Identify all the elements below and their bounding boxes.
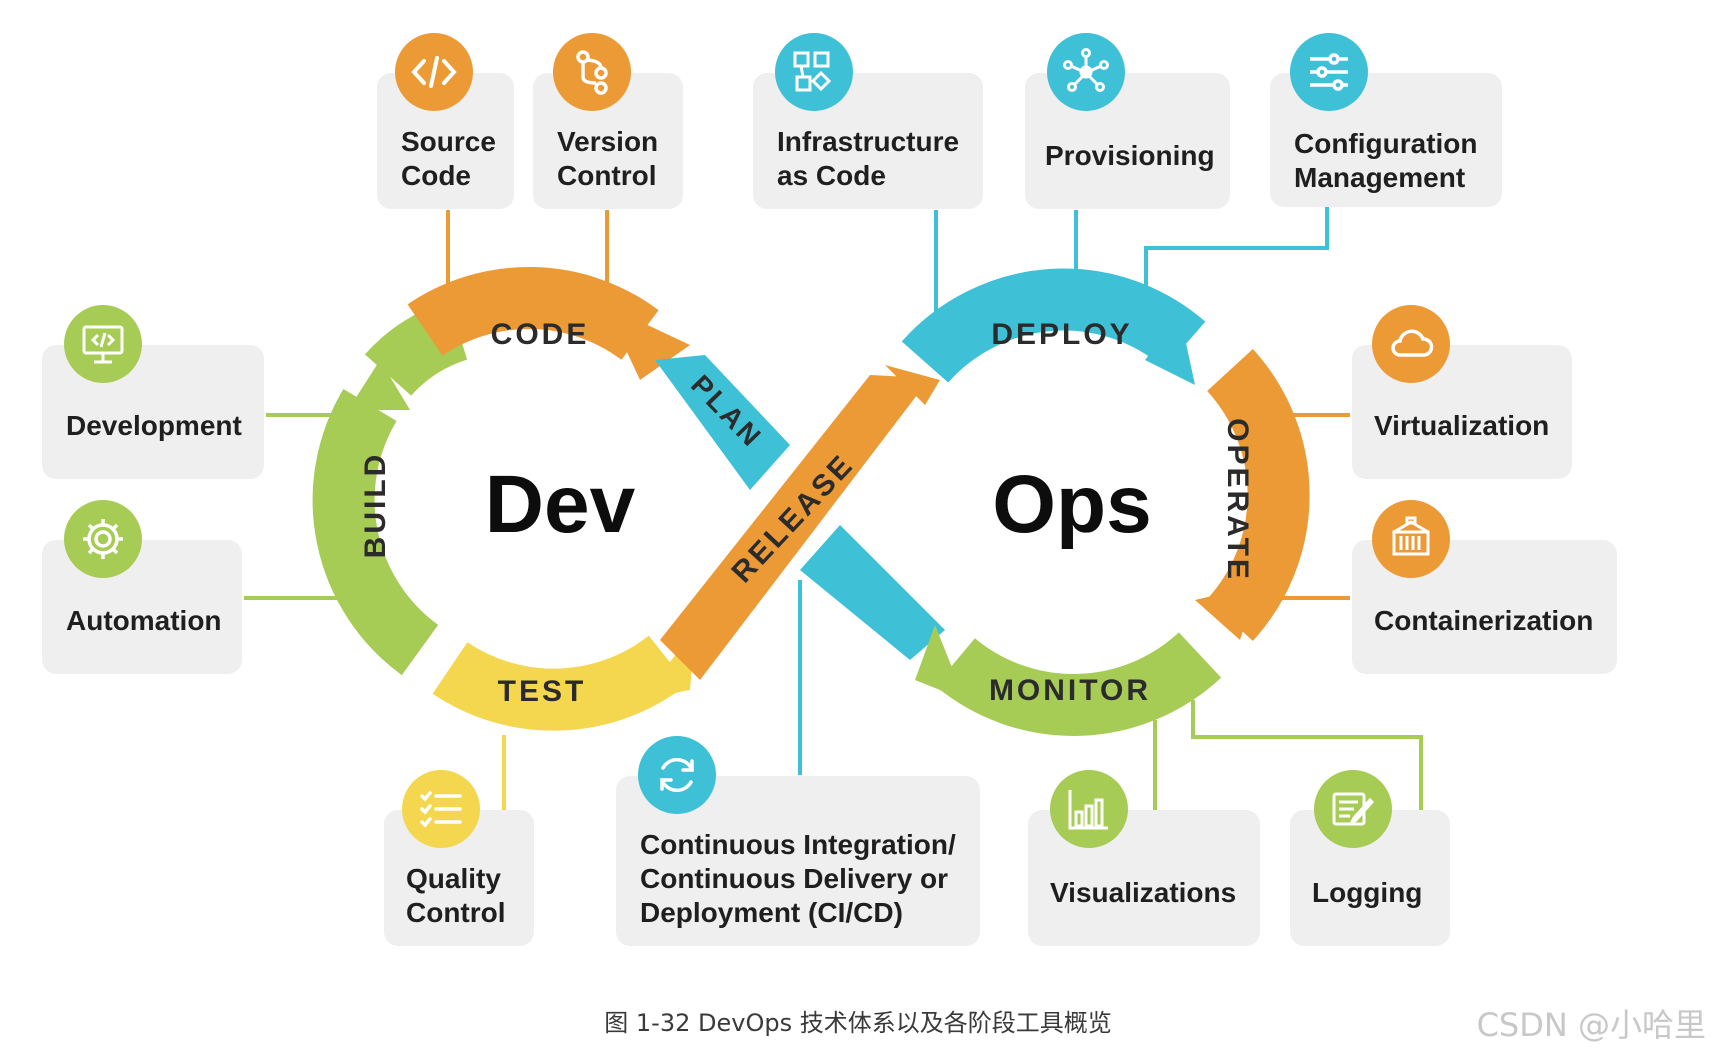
notepad-pencil-icon xyxy=(1314,770,1392,848)
network-icon xyxy=(1047,33,1125,111)
bar-chart-icon xyxy=(1050,770,1128,848)
dev-title: Dev xyxy=(485,459,636,550)
card-configuration-management: Configuration Management xyxy=(1270,33,1502,207)
development-label: Development xyxy=(66,410,242,441)
configuration-label-1: Configuration xyxy=(1294,128,1478,159)
connector-logging xyxy=(1191,700,1423,810)
cloud-icon xyxy=(1372,305,1450,383)
monitor-arrow-head xyxy=(915,625,965,700)
card-virtualization: Virtualization xyxy=(1352,305,1572,479)
checklist-icon xyxy=(402,770,480,848)
provisioning-label: Provisioning xyxy=(1045,140,1215,171)
sliders-icon xyxy=(1290,33,1368,111)
cicd-label-2: Continuous Delivery or xyxy=(640,863,949,894)
deploy-arrow-head xyxy=(1145,315,1195,385)
version-control-label-1: Version xyxy=(557,126,659,157)
card-automation: Automation xyxy=(42,500,242,674)
build-arrow-head xyxy=(348,360,410,410)
card-visualizations: Visualizations xyxy=(1028,770,1260,946)
ops-title: Ops xyxy=(992,459,1151,550)
containerization-label: Containerization xyxy=(1374,605,1594,636)
code-arrow-head xyxy=(605,305,690,380)
virtualization-label: Virtualization xyxy=(1374,410,1550,441)
version-control-label-2: Control xyxy=(557,160,657,191)
watermark: CSDN @小哈里 xyxy=(1476,1006,1706,1044)
card-provisioning: Provisioning xyxy=(1025,33,1230,209)
connector-configuration xyxy=(1144,207,1329,292)
infrastructure-label-2: as Code xyxy=(777,160,886,191)
quality-control-label-1: Quality xyxy=(406,863,501,894)
release-arrow-head xyxy=(885,365,940,405)
infrastructure-icon xyxy=(775,33,853,111)
infrastructure-label-1: Infrastructure xyxy=(777,126,960,157)
stage-label-deploy: DEPLOY xyxy=(991,318,1132,351)
card-containerization: Containerization xyxy=(1352,500,1617,674)
build-arc xyxy=(312,389,439,676)
plan-band xyxy=(655,355,790,490)
card-quality-control: Quality Control xyxy=(384,770,534,946)
container-icon xyxy=(1372,500,1450,578)
card-cicd: Continuous Integration/ Continuous Deliv… xyxy=(616,736,980,946)
card-source-code: Source Code xyxy=(377,33,514,209)
stage-label-operate: OPERATE xyxy=(1221,418,1254,582)
deploy-arc xyxy=(901,268,1206,384)
logging-label: Logging xyxy=(1312,877,1423,908)
visualizations-label: Visualizations xyxy=(1050,877,1237,908)
source-code-label-1: Source xyxy=(401,126,496,157)
figure-caption: 图 1-32 DevOps 技术体系以及各阶段工具概览 xyxy=(604,1009,1112,1037)
code-icon xyxy=(395,33,473,111)
cicd-label-1: Continuous Integration/ xyxy=(640,829,956,860)
card-infrastructure-as-code: Infrastructure as Code xyxy=(753,33,983,209)
source-code-label-2: Code xyxy=(401,160,471,191)
card-development: Development xyxy=(42,305,264,479)
refresh-icon xyxy=(638,736,716,814)
stage-label-test: TEST xyxy=(498,675,587,708)
card-logging: Logging xyxy=(1290,770,1450,946)
monitor-code-icon xyxy=(64,305,142,383)
test-arc xyxy=(432,635,688,731)
git-branch-icon xyxy=(553,33,631,111)
cicd-label-3: Deployment (CI/CD) xyxy=(640,897,903,928)
stage-label-build: BUILD xyxy=(359,452,392,559)
stage-label-monitor: MONITOR xyxy=(989,674,1151,707)
quality-control-label-2: Control xyxy=(406,897,506,928)
stage-label-code: CODE xyxy=(491,318,590,351)
ops-teal-band xyxy=(800,525,945,660)
monitor-arc xyxy=(935,631,1222,736)
release-band xyxy=(660,375,930,680)
card-version-control: Version Control xyxy=(533,33,683,209)
operate-arrow-head xyxy=(1195,585,1258,640)
configuration-label-2: Management xyxy=(1294,162,1466,193)
gear-icon xyxy=(64,500,142,578)
automation-label: Automation xyxy=(66,605,222,636)
